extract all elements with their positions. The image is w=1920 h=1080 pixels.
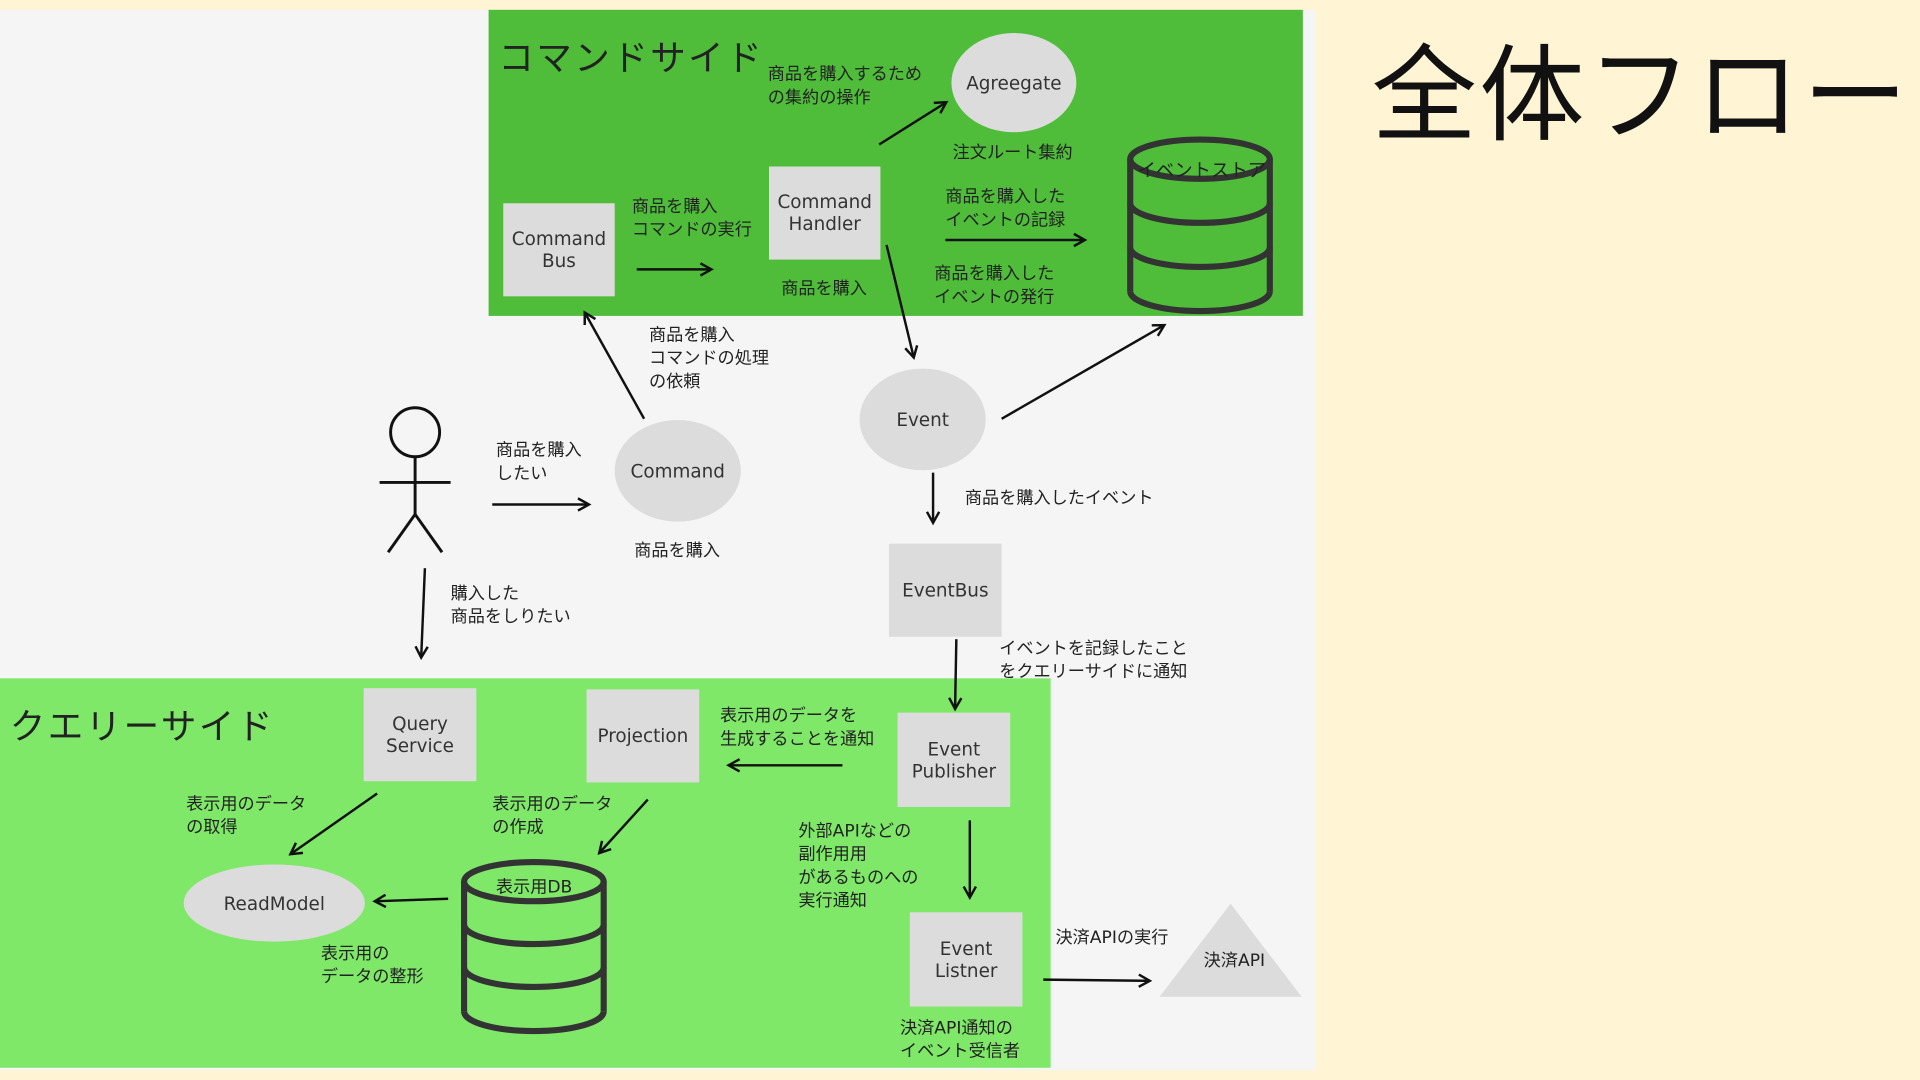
- label-purchased-event: 商品を購入したイベント: [964, 488, 1154, 509]
- query-side-zone: クエリーサイド: [0, 678, 1051, 1068]
- arrow-event-to-store: [1001, 326, 1164, 420]
- read-model-node: ReadModel: [183, 864, 365, 942]
- event-node: Event: [859, 368, 986, 471]
- command-bus-node: Command Bus: [503, 203, 615, 297]
- arrow-user-to-queryservice: [421, 568, 425, 656]
- page-title: 全体フロー: [1371, 35, 1911, 158]
- label-notify-generate: 表示用のデータを 生成することを通知: [720, 706, 875, 750]
- label-side-effect: 外部APIなどの 副作用用 があるものへの 実行通知: [798, 821, 919, 912]
- label-exec-command: 商品を購入 コマンドの実行: [631, 197, 752, 241]
- event-publisher-node: Event Publisher: [897, 712, 1011, 807]
- payment-api-triangle: [1159, 903, 1302, 997]
- label-command-purchase: 商品を購入: [634, 541, 721, 561]
- label-order-root: 注文ルート集約: [952, 143, 1073, 163]
- payment-api-label: 決済API: [1203, 951, 1266, 972]
- label-create-display: 表示用のデータ の作成: [492, 794, 613, 838]
- command-side-title: コマンドサイド: [498, 36, 765, 79]
- arrow-queryservice-to-readmodel: [291, 792, 378, 853]
- label-publish-event: 商品を購入した イベントの発行: [934, 264, 1055, 308]
- user-stick-figure: [379, 406, 451, 554]
- query-service-node: Query Service: [363, 688, 477, 782]
- label-aggregate-op: 商品を購入するため の集約の操作: [767, 64, 923, 108]
- arrow-command-to-bus: [585, 313, 646, 420]
- label-want-buy: 商品を購入 したい: [495, 440, 582, 484]
- command-handler-node: Command Handler: [768, 166, 881, 260]
- event-listener-node: Event Listner: [909, 912, 1023, 1007]
- label-shape-display: 表示用の データの整形: [320, 944, 424, 987]
- label-record-event: 商品を購入した イベントの記録: [945, 187, 1066, 231]
- aggregate-node: Agreegate: [951, 33, 1077, 133]
- display-db-icon: [461, 858, 607, 1035]
- command-node: Command: [614, 420, 741, 522]
- projection-node: Projection: [586, 689, 700, 783]
- arrow-projection-to-db: [600, 798, 649, 853]
- label-get-display: 表示用のデータ の取得: [186, 794, 307, 838]
- arrow-db-to-readmodel: [376, 899, 449, 901]
- label-exec-payment: 決済APIの実行: [1055, 928, 1169, 948]
- arrow-listener-to-payment: [1043, 980, 1148, 981]
- label-handler-purchase: 商品を購入: [781, 279, 867, 299]
- arrow-handler-to-event: [885, 244, 914, 356]
- query-side-title: クエリーサイド: [9, 705, 275, 747]
- display-db-label: 表示用DB: [495, 877, 573, 898]
- event-store-label: イベントストア: [1137, 159, 1267, 182]
- label-want-know: 購入した 商品をしりたい: [450, 584, 571, 627]
- label-request-process: 商品を購入 コマンドの処理 の依頼: [648, 325, 769, 392]
- label-listener-role: 決済API通知の イベント受信者: [900, 1018, 1021, 1062]
- event-bus-node: EventBus: [888, 543, 1002, 637]
- arrow-handler-to-aggregate: [878, 103, 945, 146]
- label-notify-query: イベントを記録したこと をクエリーサイドに通知: [999, 639, 1188, 683]
- event-store-db-icon: [1127, 136, 1273, 315]
- arrow-eventbus-to-publisher: [955, 639, 956, 708]
